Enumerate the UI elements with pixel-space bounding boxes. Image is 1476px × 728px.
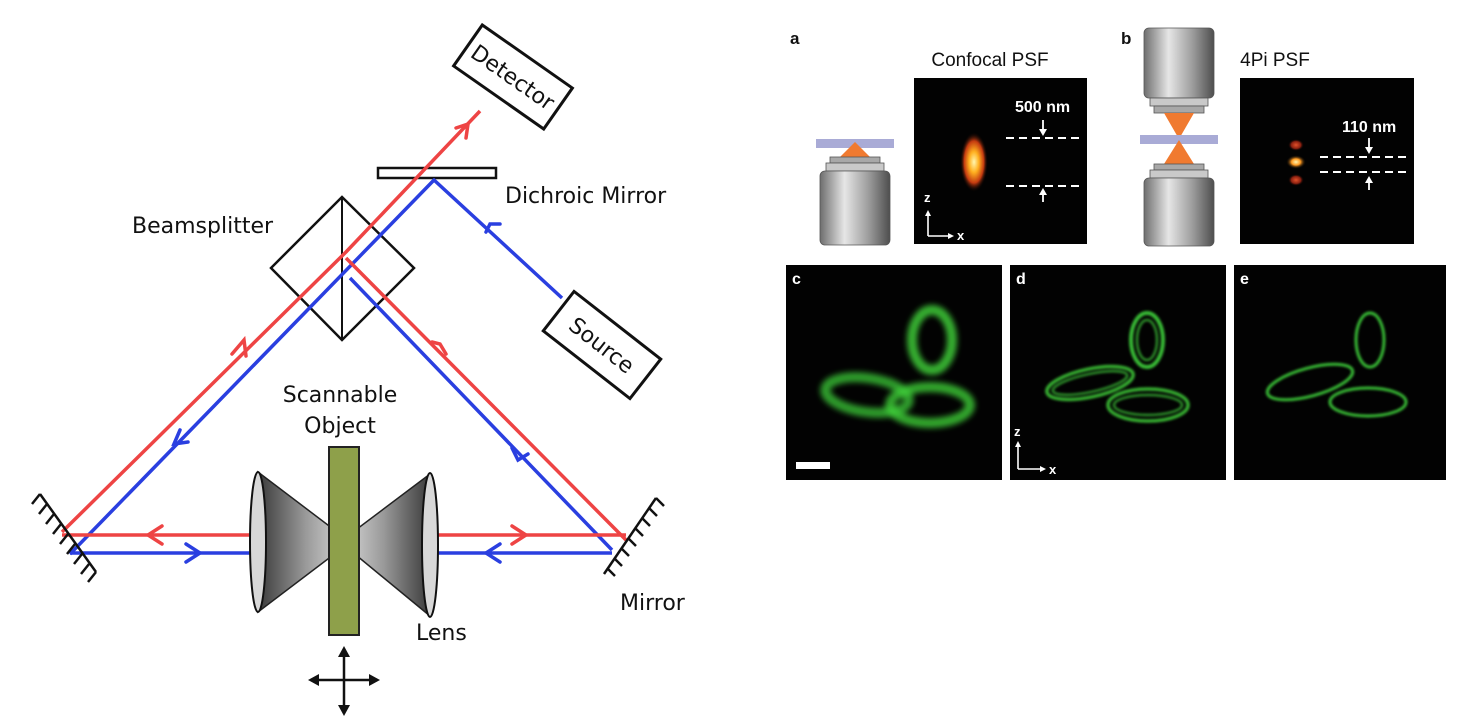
confocal-axes <box>925 210 954 239</box>
fourpi-measurement: 110 nm <box>1342 119 1396 136</box>
left-lens <box>249 471 267 613</box>
panel-d-axis-z: z <box>1014 424 1021 439</box>
beamsplitter-cube <box>269 195 416 342</box>
fourpi-psf-lobes <box>1286 139 1306 186</box>
confocal-objective <box>816 139 894 246</box>
panel-c-structure <box>820 305 975 428</box>
confocal-axis-x: x <box>957 228 965 243</box>
scale-bar <box>796 462 830 469</box>
fourpi-objectives <box>1140 27 1218 247</box>
right-lens <box>421 472 439 618</box>
panel-d-axes <box>1015 441 1046 472</box>
red-beam-right <box>344 256 628 542</box>
panel-c: c <box>786 265 1002 480</box>
fourpi-dashes <box>1320 156 1408 173</box>
dichroic-mirror <box>376 166 498 180</box>
fourpi-psf-title: 4Pi PSF <box>1240 50 1310 71</box>
panel-c-image <box>786 265 1002 480</box>
confocal-measurement: 500 nm <box>1015 99 1070 116</box>
left-mirror <box>31 493 98 583</box>
lens-label: Lens <box>416 621 467 646</box>
panel-e-image <box>1234 265 1446 480</box>
panel-c-letter: c <box>792 271 801 288</box>
panel-e-structure <box>1265 311 1408 418</box>
interferometer-diagram: Detector Source Dichroic Mirror Beamspli… <box>31 22 686 716</box>
panel-d-axis-x: x <box>1049 462 1057 477</box>
right-mirror <box>602 497 665 577</box>
source-box: Source <box>541 289 663 401</box>
scannable-label-line2: Object <box>304 414 376 439</box>
panel-a-letter: a <box>790 29 800 48</box>
panel-d: d z x <box>1010 265 1226 480</box>
mirror-label: Mirror <box>620 591 686 616</box>
panel-b-letter: b <box>1121 29 1131 48</box>
confocal-axis-z: z <box>924 190 931 205</box>
blue-beam-left <box>68 178 564 556</box>
confocal-psf-spot <box>960 132 988 192</box>
scannable-label-line1: Scannable <box>283 383 398 408</box>
fourpi-arrows <box>1365 138 1373 190</box>
panel-d-structure <box>1045 311 1190 423</box>
confocal-psf-image <box>914 78 1087 244</box>
blue-beam-right <box>348 276 614 552</box>
lens-assembly <box>249 470 439 618</box>
red-beam-left <box>60 109 482 534</box>
panel-e: e <box>1234 265 1446 480</box>
panel-b: b 4Pi PSF <box>1121 27 1414 247</box>
confocal-arrows <box>1039 120 1047 202</box>
dichroic-mirror-label: Dichroic Mirror <box>505 184 667 209</box>
beamsplitter-label: Beamsplitter <box>132 214 274 239</box>
panel-e-letter: e <box>1240 271 1249 288</box>
beam-arrowheads <box>144 121 530 564</box>
microscopy-figure: a Confocal PSF 500 <box>786 27 1446 480</box>
panel-a: a Confocal PSF 500 <box>790 29 1087 246</box>
scan-direction-arrows <box>308 646 380 716</box>
panel-d-letter: d <box>1016 271 1026 288</box>
detector-box: Detector <box>451 22 575 132</box>
confocal-psf-title: Confocal PSF <box>931 50 1048 71</box>
fourpi-psf-image <box>1240 78 1414 244</box>
scannable-object <box>328 446 360 636</box>
